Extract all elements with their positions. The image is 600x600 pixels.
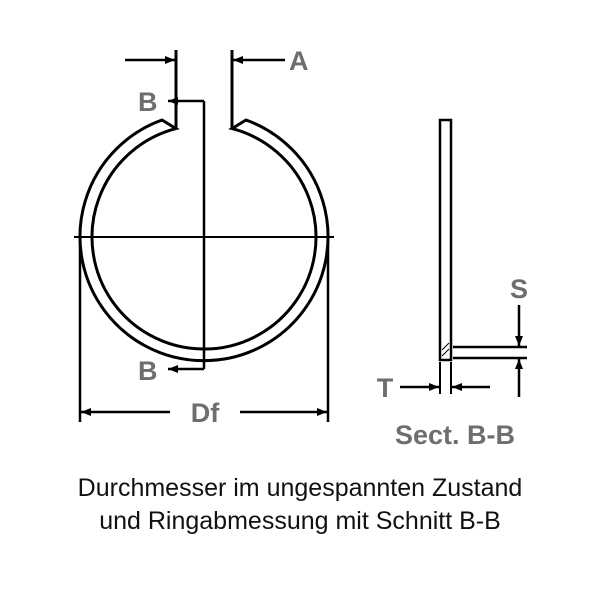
label-s: S <box>510 274 528 304</box>
caption-line-1: Durchmesser im ungespannten Zustand <box>77 474 523 502</box>
label-b-top: B <box>138 87 158 117</box>
caption-line-2: und Ringabmessung mit Schnitt B-B <box>99 507 501 535</box>
ring-cross-section <box>438 118 453 362</box>
hatch-mark <box>441 348 450 357</box>
label-b-bottom: B <box>138 356 158 386</box>
label-df: Df <box>191 398 220 428</box>
retaining-ring <box>78 118 330 363</box>
label-a: A <box>289 46 309 76</box>
label-section: Sect. B-B <box>395 420 515 450</box>
label-t: T <box>377 373 394 403</box>
hatch-mark <box>441 342 450 351</box>
